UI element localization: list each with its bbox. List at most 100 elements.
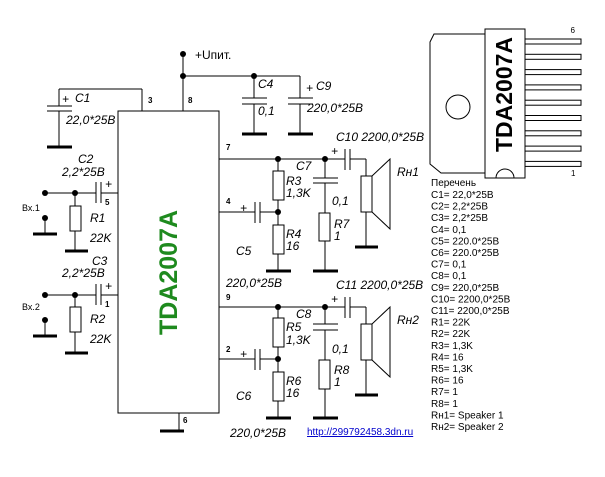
c3-name: C3	[92, 254, 108, 268]
parts-list-item: C5= 220.0*25В	[431, 236, 499, 247]
parts-list-item: Rн1= Speaker 1	[431, 410, 504, 421]
package-lead	[524, 145, 582, 152]
pin-5-label: 5	[105, 198, 110, 207]
r2-value: 22K	[89, 332, 112, 346]
pin-3-label: 3	[148, 96, 153, 105]
parts-list-item: R6= 16	[431, 376, 464, 387]
r4-value: 16	[286, 239, 300, 253]
r2-name: R2	[90, 312, 106, 326]
pin-4-label: 4	[226, 197, 231, 206]
r6-value: 16	[286, 386, 300, 400]
pin-1-label: 1	[105, 300, 110, 309]
package-label: TDA2007A	[491, 37, 517, 152]
r1-body	[69, 205, 82, 232]
package-drawing: TDA2007A 9 1	[429, 25, 582, 179]
c9-plus: +	[306, 81, 313, 95]
parts-list-item: R7= 1	[431, 387, 458, 398]
package-lead	[524, 115, 582, 121]
c5-value: 220,0*25В	[225, 276, 282, 290]
parts-list-item: C3= 2,2*25В	[431, 213, 488, 224]
package-pin-1-label: 1	[571, 169, 576, 178]
parts-list-item: R4= 16	[431, 352, 464, 363]
r3-value: 1,3K	[286, 186, 312, 200]
input-1-label: Вх.1	[22, 203, 40, 213]
package-lead	[524, 53, 582, 60]
chip-label: TDA2007A	[155, 210, 183, 335]
pin-2-label: 2	[226, 345, 231, 354]
package-leads	[524, 38, 582, 167]
c10-label: C10 2200,0*25В	[336, 130, 424, 144]
supply-terminal[interactable]	[180, 51, 186, 57]
r8-value: 1	[334, 375, 341, 389]
r3-body	[272, 170, 285, 201]
c9-value: 220,0*25В	[306, 101, 363, 115]
pin1-notch	[495, 168, 515, 179]
parts-list-item: R2= 22K	[431, 329, 471, 340]
c9-name: C9	[316, 79, 332, 93]
parts-list-item: C9= 220,0*25В	[431, 283, 499, 294]
r7-name: R7	[334, 217, 351, 231]
c8-name: C8	[296, 307, 312, 321]
package-lead	[524, 69, 582, 76]
speaker-1-coil	[360, 175, 373, 213]
r5-body	[272, 317, 285, 348]
c1-name: C1	[75, 91, 90, 105]
speaker-1-label: Rн1	[397, 165, 419, 179]
package-lead	[524, 38, 582, 45]
r5-name: R5	[286, 320, 302, 334]
c2-value: 2,2*25В	[61, 165, 105, 179]
parts-list-item: R3= 1,3K	[431, 341, 473, 352]
parts-list-item: C11= 2200,0*25В	[431, 306, 510, 317]
package-pin-9-label: 9	[570, 25, 575, 34]
r6-name: R6	[286, 374, 302, 388]
c4-value: 0,1	[258, 104, 275, 118]
package-lead	[524, 84, 582, 91]
c1-value: 22,0*25В	[65, 113, 115, 127]
c4-name: C4	[258, 77, 274, 91]
parts-list-title: Перечень	[431, 178, 476, 189]
package-lead	[524, 160, 582, 167]
c6-value: 220,0*25В	[229, 426, 286, 440]
r8-name: R8	[334, 363, 350, 377]
mounting-hole	[445, 94, 471, 120]
package-tab	[429, 33, 485, 174]
pin-6-label: 6	[183, 416, 188, 425]
c2-name: C2	[78, 152, 94, 166]
parts-list-item: C1= 22,0*25В	[431, 190, 494, 201]
c10-plus: +	[331, 144, 338, 158]
c6-plus: +	[240, 347, 247, 361]
website-link[interactable]: http://299792458.3dn.ru	[307, 427, 413, 438]
c5-name: C5	[236, 244, 252, 258]
c7-value: 0,1	[332, 194, 349, 208]
pin-8-label: 8	[188, 96, 193, 105]
parts-list-item: C4= 0,1	[431, 225, 467, 236]
pin-7-label: 7	[226, 143, 231, 152]
c3-plus: +	[105, 279, 112, 293]
c3-value: 2,2*25В	[61, 266, 105, 280]
c11-label: C11 2200,0*25В	[336, 278, 423, 292]
r1-value: 22K	[89, 231, 112, 245]
parts-list-item: C2= 2,2*25В	[431, 202, 488, 213]
speaker-2-label: Rн2	[397, 313, 419, 327]
supply-label: +Uпит.	[195, 48, 231, 62]
parts-list-item: C10= 2200,0*25В	[431, 294, 511, 305]
speaker-2-coil	[360, 323, 373, 361]
parts-list-item: R5= 1,3K	[431, 364, 473, 375]
pin-9-label: 9	[226, 293, 231, 302]
r2-body	[69, 306, 82, 333]
speaker-2-cone	[371, 305, 391, 379]
c6-name: C6	[236, 389, 252, 403]
c7-name: C7	[296, 159, 313, 173]
c2-plus: +	[105, 177, 112, 191]
c5-plus: +	[240, 201, 247, 215]
parts-list-item: C8= 0,1	[431, 271, 467, 282]
chip-body	[117, 110, 220, 414]
r8-body	[318, 359, 331, 390]
r3-name: R3	[286, 174, 302, 188]
c11-plus: +	[331, 292, 338, 306]
package-lead	[524, 99, 582, 106]
r4-body	[272, 224, 285, 255]
parts-list-item: C7= 0,1	[431, 260, 467, 271]
c8-value: 0,1	[332, 342, 349, 356]
